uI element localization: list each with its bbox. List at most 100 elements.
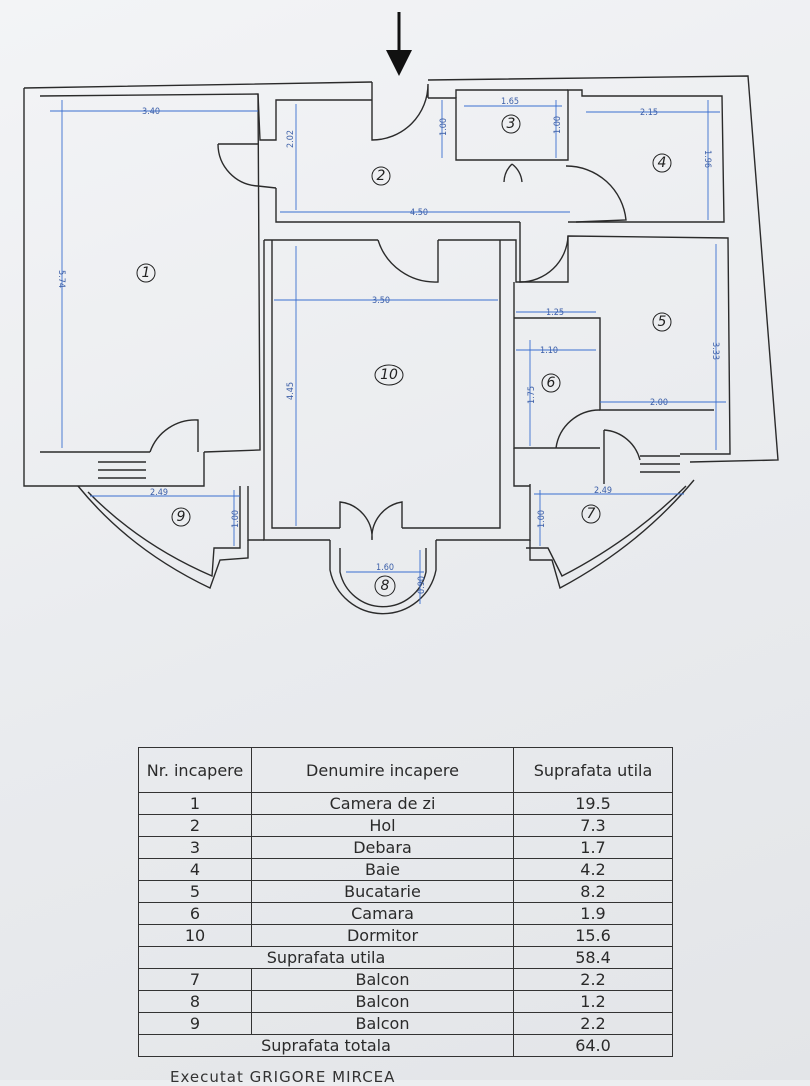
outer-walls bbox=[23, 75, 779, 541]
total-value: 64.0 bbox=[513, 1034, 673, 1057]
entrance-arrow-icon bbox=[386, 12, 412, 76]
cell-name: Dormitor bbox=[251, 924, 514, 947]
dim-label: 1.60 bbox=[376, 563, 394, 573]
dim-label: 2.02 bbox=[286, 130, 296, 148]
dim-label: 1.00 bbox=[439, 118, 449, 136]
cell-area: 8.2 bbox=[513, 880, 673, 903]
room-7-marker: 7 bbox=[581, 504, 601, 524]
dimension-labels: 3.40 5.74 2.02 1.00 1.65 1.00 2.15 1.96 … bbox=[56, 97, 720, 594]
cell-nr: 6 bbox=[138, 902, 252, 925]
header-room-name: Denumire incapere bbox=[251, 747, 514, 793]
total-label: Suprafata totala bbox=[138, 1034, 514, 1057]
cell-name: Balcon bbox=[251, 968, 514, 991]
dim-label: 1.10 bbox=[540, 346, 558, 356]
floor-plan-drawing: 3.40 5.74 2.02 1.00 1.65 1.00 2.15 1.96 … bbox=[23, 12, 779, 615]
cell-nr: 5 bbox=[138, 880, 252, 903]
cell-nr: 10 bbox=[138, 924, 252, 947]
dim-label: 4.45 bbox=[286, 382, 296, 400]
room-numbers: 1 2 3 4 5 6 7 8 9 10 bbox=[136, 114, 672, 597]
dim-label: 1.00 bbox=[553, 116, 563, 134]
cell-area: 2.2 bbox=[513, 968, 673, 991]
room-3-marker: 3 bbox=[501, 114, 521, 134]
dim-label: 2.00 bbox=[650, 398, 668, 408]
room-area-table: Nr. incapere Denumire incapere Suprafata… bbox=[138, 747, 673, 1057]
room-6-marker: 6 bbox=[541, 373, 561, 393]
cell-area: 2.2 bbox=[513, 1012, 673, 1035]
cell-nr: 1 bbox=[138, 792, 252, 815]
svg-text:7: 7 bbox=[587, 506, 596, 522]
dim-label: 1.65 bbox=[501, 97, 519, 107]
subtotal-label: Suprafata utila bbox=[138, 946, 514, 969]
steps bbox=[98, 455, 680, 479]
cell-name: Baie bbox=[251, 858, 514, 881]
dim-label: 1.25 bbox=[546, 308, 564, 318]
cell-name: Balcon bbox=[251, 990, 514, 1013]
svg-text:3: 3 bbox=[507, 116, 516, 132]
dim-label: 4.50 bbox=[410, 208, 428, 218]
dim-label: 1.75 bbox=[527, 386, 537, 404]
svg-text:6: 6 bbox=[547, 375, 556, 391]
room-5-marker: 5 bbox=[652, 312, 672, 332]
cell-name: Hol bbox=[251, 814, 514, 837]
cell-nr: 3 bbox=[138, 836, 252, 859]
cell-name: Debara bbox=[251, 836, 514, 859]
svg-text:9: 9 bbox=[177, 509, 186, 525]
cell-nr: 2 bbox=[138, 814, 252, 837]
dim-label: 2.15 bbox=[640, 108, 658, 118]
room-2-marker: 2 bbox=[371, 166, 391, 186]
table-header-row: Nr. incapere Denumire incapere Suprafata… bbox=[138, 747, 673, 793]
cell-nr: 8 bbox=[138, 990, 252, 1013]
cell-name: Bucatarie bbox=[251, 880, 514, 903]
dim-label: 3.50 bbox=[372, 296, 390, 306]
doors bbox=[149, 82, 641, 541]
header-usable-area: Suprafata utila bbox=[513, 747, 673, 793]
room-10-marker: 10 bbox=[374, 364, 404, 386]
dim-label: 2.49 bbox=[150, 488, 168, 498]
cell-area: 15.6 bbox=[513, 924, 673, 947]
cell-area: 1.2 bbox=[513, 990, 673, 1013]
svg-text:4: 4 bbox=[658, 155, 667, 171]
dim-label: 0.90 bbox=[417, 576, 427, 594]
room-8-marker: 8 bbox=[374, 575, 396, 597]
cell-area: 19.5 bbox=[513, 792, 673, 815]
cell-area: 1.9 bbox=[513, 902, 673, 925]
cell-area: 7.3 bbox=[513, 814, 673, 837]
balconies bbox=[77, 479, 695, 615]
svg-text:1: 1 bbox=[142, 265, 151, 281]
dim-label: 2.49 bbox=[594, 486, 612, 496]
author-line: Executat GRIGORE MIRCEA bbox=[170, 1068, 396, 1086]
cell-nr: 9 bbox=[138, 1012, 252, 1035]
cell-name: Camera de zi bbox=[251, 792, 514, 815]
cell-name: Camara bbox=[251, 902, 514, 925]
dim-label: 3.33 bbox=[710, 342, 720, 360]
cell-nr: 4 bbox=[138, 858, 252, 881]
room-4-marker: 4 bbox=[652, 153, 672, 173]
svg-text:10: 10 bbox=[380, 367, 398, 383]
cell-area: 4.2 bbox=[513, 858, 673, 881]
cell-nr: 7 bbox=[138, 968, 252, 991]
cell-area: 1.7 bbox=[513, 836, 673, 859]
dim-label: 5.74 bbox=[56, 270, 66, 288]
room-9-marker: 9 bbox=[171, 507, 191, 527]
dim-label: 1.00 bbox=[537, 510, 547, 528]
cell-name: Balcon bbox=[251, 1012, 514, 1035]
svg-text:2: 2 bbox=[377, 168, 386, 184]
dim-label: 3.40 bbox=[142, 107, 160, 117]
dimension-lines bbox=[50, 100, 726, 604]
room-1-marker: 1 bbox=[136, 263, 156, 283]
svg-text:8: 8 bbox=[381, 578, 390, 594]
subtotal-value: 58.4 bbox=[513, 946, 673, 969]
